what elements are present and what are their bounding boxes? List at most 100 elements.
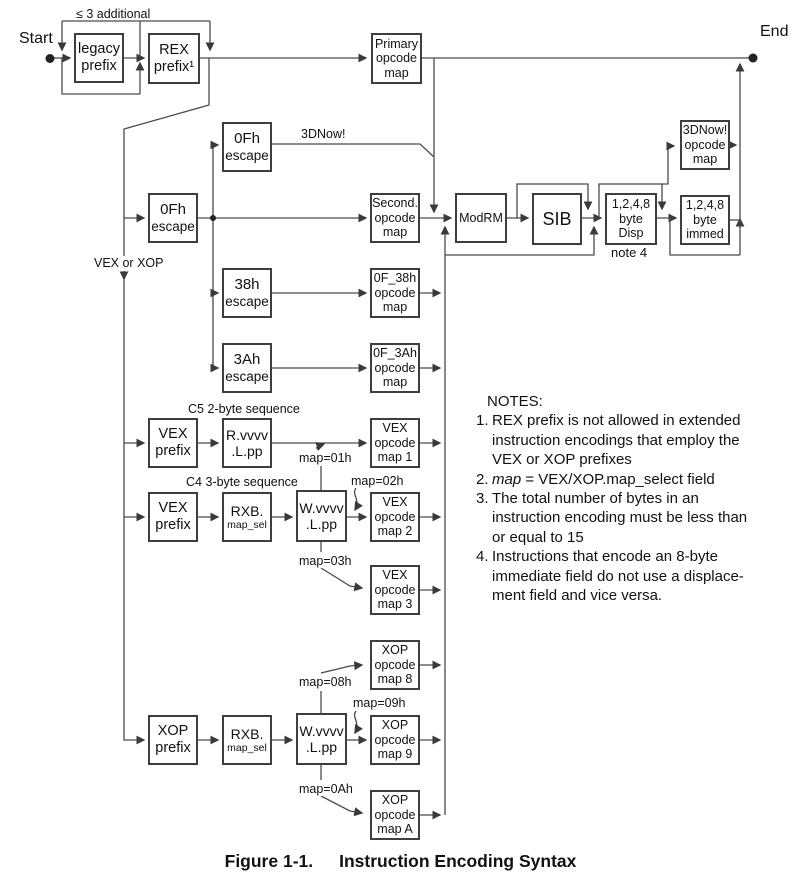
box-label: opcode [374,435,416,450]
note-number: 3. [476,490,489,508]
box-label: REX [159,41,189,58]
figure-caption: Figure 1-1. Instruction Encoding Syntax [0,851,801,872]
box-label: opcode [374,732,416,747]
label-legacy-loop: ≤ 3 additional [76,7,151,21]
box-label: opcode [374,360,416,375]
box-label: XOP [381,643,409,658]
figure-caption-title: Instruction Encoding Syntax [339,851,577,871]
box-label: opcode [374,509,416,524]
label-note-4: note 4 [611,245,648,260]
label-map-01h: map=01h [298,451,353,465]
box-label: Primary [374,36,419,51]
label-c4-sequence: C4 3-byte sequence [186,475,298,489]
note-text: Instructions that encode an 8-byte immed… [492,548,744,605]
box-label: map 2 [377,524,413,539]
label-vex-or-xop: VEX or XOP [93,256,165,270]
box-label: 0F_38h [373,271,417,286]
box-label: 1,2,4,8 [611,197,651,212]
box-label: RXB. [230,502,264,519]
node-primary-opcode-map: Primary opcode map [371,33,422,84]
box-label: opcode [374,807,416,822]
box-label: VEX [382,568,408,583]
box-label: escape [151,218,195,234]
note-text: map = VEX/XOP.map_select field [492,470,715,488]
box-label: map 1 [377,450,413,465]
box-label: VEX [158,426,188,443]
box-label: 1,2,4,8 [685,198,725,213]
start-node-dot [45,54,55,63]
label-c5-sequence: C5 2-byte sequence [188,402,300,416]
label-map-08h: map=08h [298,675,353,689]
node-0f38h-opcode-map: 0F_38h opcode map [370,268,420,318]
node-0f3ah-opcode-map: 0F_3Ah opcode map [370,343,420,393]
note-item-2: 2. map = VEX/XOP.map_select field [460,470,801,489]
box-label: map 8 [377,672,413,687]
note-number: 1. [476,412,489,430]
box-label: opcode [374,657,416,672]
box-label: immed [686,227,724,242]
box-label: W.vvvv [299,722,344,739]
label-map-03h: map=03h [298,554,353,568]
box-label: .L.pp [305,516,338,532]
box-label: R.vvvv [226,426,268,443]
box-label: map [692,152,718,167]
node-vex-prefix-c4: VEX prefix [148,492,198,542]
notes-block: NOTES: 1. REX prefix is not allowed in e… [460,392,801,605]
box-label: 38h [234,276,260,294]
node-vex-prefix-c5: VEX prefix [148,418,198,468]
node-3ah-escape: 3Ah escape [222,343,272,393]
box-label: prefix [81,58,117,74]
note-number: 2. [476,470,489,488]
node-immediate: 1,2,4,8 byte immed [680,195,730,245]
label-map-02h: map=02h [350,474,405,488]
box-label: SIB [542,208,572,229]
box-label: prefix [155,443,191,459]
box-label: escape [225,293,269,309]
box-label: ModRM [459,210,503,225]
box-label: 0Fh [234,130,260,148]
node-vex-opcode-map-2: VEX opcode map 2 [370,492,420,542]
box-label: .L.pp [231,443,263,459]
box-label: map [384,65,409,80]
box-label: prefix¹ [153,58,195,75]
node-xop-opcode-map-9: XOP opcode map 9 [370,715,420,765]
node-38h-escape: 38h escape [222,268,272,318]
box-label: VEX [382,495,408,510]
box-label: XOP [381,718,409,733]
box-label: RXB. [230,725,264,742]
box-label: .L.pp [305,739,338,755]
box-label: XOP [157,723,189,740]
node-rxb-mapsel-xop: RXB. map_sel [222,715,272,765]
node-0fh-escape: 0Fh escape [148,193,198,243]
node-rxb-mapsel-vex: RXB. map_sel [222,492,272,542]
node-xop-opcode-map-a: XOP opcode map A [370,790,420,840]
node-vex-opcode-map-1: VEX opcode map 1 [370,418,420,468]
node-3dnow-opcode-map: 3DNow! opcode map [680,120,730,170]
note-text: The total number of bytes in an instruct… [492,490,748,546]
box-label: opcode [375,51,417,66]
label-3dnow-path: 3DNow! [301,127,346,141]
box-label: 0Fh [160,201,186,219]
node-0fh-escape-3dnow: 0Fh escape [222,122,272,172]
box-label: XOP [381,793,409,808]
end-node-dot [748,53,758,63]
node-legacy-prefix: legacy prefix [74,33,124,83]
node-sib: SIB [532,193,582,245]
box-label: map A [377,822,413,837]
node-vex-opcode-map-3: VEX opcode map 3 [370,565,420,615]
node-rex-prefix: REX prefix¹ [148,33,200,84]
node-modrm: ModRM [455,193,507,243]
box-label: map [382,375,408,390]
box-label: 3Ah [233,351,261,369]
note-item-3: 3. The total number of bytes in an instr… [460,489,801,547]
box-label: Disp [618,226,644,241]
node-displacement: 1,2,4,8 byte Disp [605,193,657,245]
box-label: opcode [374,210,416,225]
box-label: VEX [382,421,408,436]
box-label: W.vvvv [299,499,344,516]
box-label: Second. [372,196,418,211]
box-label: legacy [78,41,120,58]
box-label: opcode [684,137,726,152]
